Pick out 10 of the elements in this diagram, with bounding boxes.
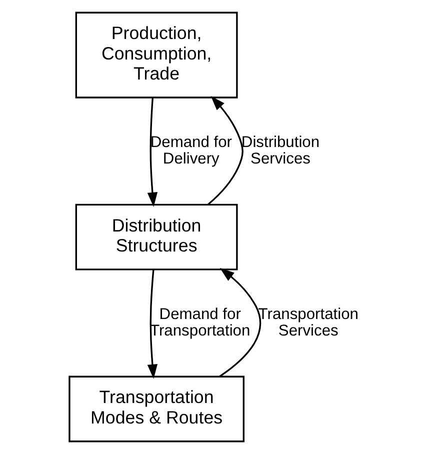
arrow (146, 270, 158, 379)
node-box: Transportation Modes & Routes (68, 376, 244, 442)
node-box: Production, Consumption, Trade (74, 12, 238, 98)
edge-label: Demand for Transportation (150, 306, 250, 340)
node-box: Distribution Structures (74, 204, 238, 270)
arrow (146, 97, 158, 207)
arrow (207, 96, 243, 205)
edge-label: Distribution Services (240, 134, 320, 168)
arrow (218, 268, 260, 378)
edge-label: Demand for Delivery (150, 134, 232, 168)
